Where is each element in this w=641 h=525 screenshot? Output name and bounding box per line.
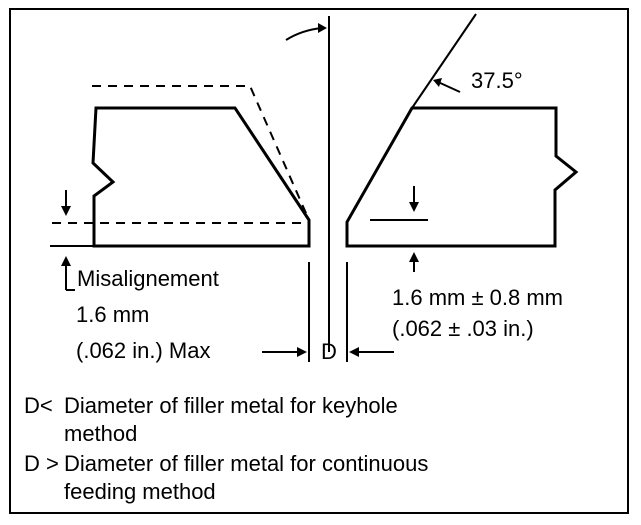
misalignment-arrow-bottom-head xyxy=(61,256,71,266)
root-opening-in-label: (.062 ± .03 in.) xyxy=(392,316,534,341)
legend-key-continuous: D > xyxy=(24,451,59,476)
root-face-arrow-top-head xyxy=(409,202,419,212)
right-plate-outline xyxy=(345,106,579,248)
centre-line-arrow xyxy=(285,27,323,41)
legend-text-continuous-cont: feeding method xyxy=(64,479,216,504)
gap-right-arrow-head xyxy=(349,347,359,357)
angle-pointer-arrow-head xyxy=(433,78,442,87)
misalignment-in-label: (.062 in.) Max xyxy=(76,338,211,363)
centre-line-arrow-head xyxy=(318,23,327,33)
legend-item-continuous: D >Diameter of filler metal for continuo… xyxy=(24,450,428,478)
bevel-angle-label: 37.5° xyxy=(471,68,523,93)
left-plate-outline xyxy=(91,106,311,248)
misalignment-label: Misalignement xyxy=(77,266,219,291)
left-plate-misaligned-outline xyxy=(92,85,310,221)
legend-text-continuous: Diameter of filler metal for continuous xyxy=(64,451,429,476)
legend-key-keyhole: D< xyxy=(24,393,53,418)
root-face-arrow-bottom-head xyxy=(409,252,419,262)
angle-pointer-arrow xyxy=(437,81,461,93)
gap-d-label: D xyxy=(321,339,337,364)
figure-frame xyxy=(9,8,629,514)
root-opening-mm-label: 1.6 mm ± 0.8 mm xyxy=(392,285,563,310)
misalignment-arrow-top-head xyxy=(61,206,71,216)
legend-item-keyhole: D< Diameter of filler metal for keyhole xyxy=(24,392,398,420)
legend-text-keyhole: Diameter of filler metal for keyhole xyxy=(64,393,398,418)
gap-left-arrow-head xyxy=(297,347,307,357)
misalignment-mm-label: 1.6 mm xyxy=(76,302,150,327)
bevel-angle-line xyxy=(411,13,477,109)
legend-text-keyhole-cont: method xyxy=(64,421,138,446)
